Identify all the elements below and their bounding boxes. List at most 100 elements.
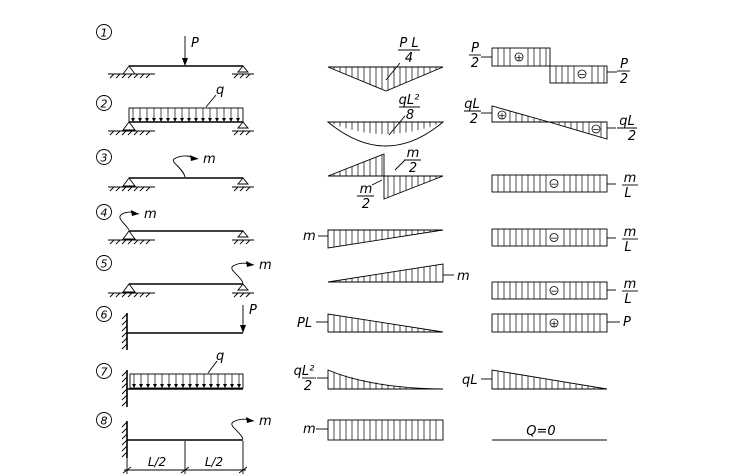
case-1-shear-right-den: 2 — [620, 72, 628, 87]
case-2-load-arrows — [131, 108, 240, 122]
case-2-moment-diagram — [326, 121, 445, 147]
load-arrowhead — [132, 384, 136, 388]
case-7-shear-hatch — [497, 370, 601, 389]
case-2-roller-support — [237, 121, 249, 129]
load-arrowhead — [208, 118, 212, 122]
load-arrowhead — [160, 384, 164, 388]
case-7-moment-diagram — [327, 369, 444, 390]
load-arrowhead — [167, 384, 171, 388]
case-7-distributed-load-box — [129, 373, 244, 389]
case-1-ground-hatch-left — [109, 73, 151, 79]
case-5-moment-hatch — [333, 265, 437, 282]
case-6-shear-label: P — [623, 315, 631, 330]
case-2-circle — [96, 95, 112, 111]
case-2-moment-hatch — [333, 122, 437, 134]
case-8-moment-arrowhead — [246, 417, 254, 423]
load-arrowhead — [237, 384, 241, 388]
case-6-shear-diagram — [491, 313, 608, 333]
case-4: 4 m m − m L — [96, 204, 638, 255]
case-1-roller-support — [237, 65, 249, 73]
case-1-minus-sign — [577, 69, 587, 79]
load-arrowhead — [229, 118, 233, 122]
case-7-shear-diagram — [491, 369, 608, 390]
case-5-ground-hatch-right — [233, 292, 251, 298]
case-4-ground-hatch-right — [233, 239, 251, 245]
case-4-shear-hatch — [497, 229, 601, 246]
case-2-pin-support — [122, 121, 136, 131]
case-8-moment-hatch — [333, 420, 437, 440]
case-4-load-label: m — [144, 207, 157, 222]
case-8: 8 m L/2 L/2 m Q=0 — [96, 412, 607, 474]
case-4-shear-num: m — [624, 225, 637, 240]
load-arrowhead — [194, 118, 198, 122]
case-2-ground-hatch-left — [109, 130, 151, 136]
case-2-shear-right-num: qL — [619, 114, 635, 129]
case-7-moment-den: 2 — [304, 379, 312, 394]
case-8-load-label: m — [259, 414, 272, 429]
load-arrowhead — [139, 384, 143, 388]
load-arrowhead — [222, 118, 226, 122]
case-5-shear-num: m — [624, 277, 637, 292]
case-4-shear-diagram — [491, 228, 608, 247]
case-7-moment-hatch — [333, 371, 437, 389]
case-2-shear-hatch — [509, 111, 602, 138]
load-arrowhead — [181, 384, 185, 388]
case-5-load-label: m — [259, 258, 272, 273]
case-1-moment-diagram — [327, 66, 444, 92]
case-6-plus-sign — [549, 318, 559, 328]
case-7-wall-hatch — [121, 370, 128, 407]
case-5-moment-label: m — [457, 269, 470, 284]
load-arrowhead — [209, 384, 213, 388]
case-6-shear-hatch — [497, 314, 601, 332]
load-arrowhead — [159, 118, 163, 122]
case-1-shear-right-num: P — [620, 57, 628, 72]
case-8-shear-label: Q=0 — [526, 424, 555, 439]
case-7-moment-num: qL² — [294, 364, 315, 379]
case-2-right-sign: − — [592, 126, 600, 136]
case-1-right-sign: − — [578, 71, 586, 81]
case-7: 7 q qL² 2 qL — [96, 349, 608, 407]
case-8-wall-hatch — [121, 421, 128, 458]
case-6-moment-diagram — [327, 313, 444, 333]
case-1-moment-leader — [385, 62, 401, 81]
case-5-number: 5 — [101, 258, 108, 271]
case-4-moment-hatch — [333, 230, 437, 248]
case-3-minus-sign — [549, 179, 559, 188]
case-7-number: 7 — [101, 366, 108, 379]
case-5: 5 m m − m L — [96, 255, 638, 307]
case-3-moment-bot-den: 2 — [362, 197, 370, 212]
case-1-ground-hatch-right — [233, 73, 251, 79]
case-1-moment-den: 4 — [405, 51, 413, 66]
case-2-left-sign: + — [498, 112, 506, 122]
load-arrowhead — [180, 118, 184, 122]
load-arrowhead — [187, 118, 191, 122]
case-3-moment-bot-leader — [371, 179, 383, 186]
case-1-plus-sign — [514, 52, 524, 62]
case-3-moment-top-num: m — [407, 146, 420, 161]
case-3-shear-diagram — [491, 174, 608, 193]
case-3-circle — [96, 149, 112, 165]
case-2-moment-den: 8 — [406, 108, 414, 123]
case-6-number: 6 — [101, 309, 108, 322]
case-3-moment-negative — [383, 175, 444, 200]
case-7-load-leader — [207, 360, 218, 374]
case-2-minus-sign — [591, 124, 601, 134]
case-3-roller-support — [237, 177, 249, 185]
case-3-moment-bot-num: m — [360, 182, 373, 197]
case-6-sign: + — [550, 320, 558, 330]
case-6-load-label: P — [249, 303, 257, 318]
case-8-dim-tick-right — [238, 466, 248, 474]
case-3-number: 3 — [101, 152, 108, 165]
load-arrowhead — [131, 118, 135, 122]
load-arrowhead — [223, 384, 227, 388]
case-1-moment-num: P L — [399, 36, 418, 51]
case-3-moment-hatch — [333, 154, 437, 198]
load-arrowhead — [174, 384, 178, 388]
case-4-moment-diagram — [327, 229, 444, 249]
case-8-dim-tick-left — [122, 466, 132, 474]
load-arrowhead — [202, 384, 206, 388]
case-3-load-label: m — [203, 152, 216, 167]
case-8-moment-label: m — [303, 422, 316, 437]
case-1-pin-support — [122, 65, 136, 75]
